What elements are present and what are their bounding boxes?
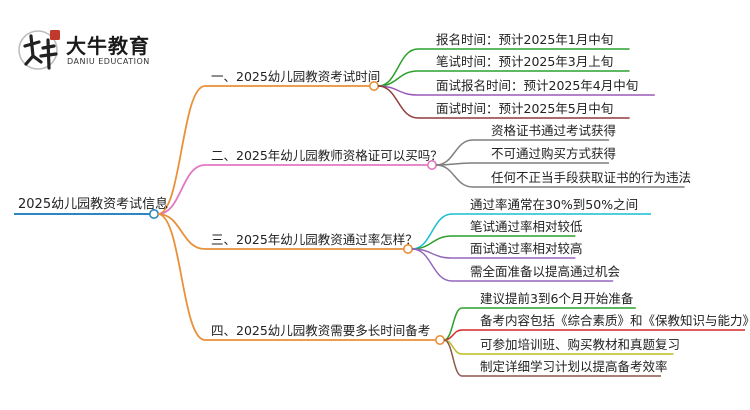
leaf-node-2-3: 任何不正当手段获取证书的行为违法: [491, 170, 692, 185]
branch-connector-3: [157, 213, 206, 250]
brand-mark-icon: [18, 30, 60, 70]
brand-name: 大牛教育: [66, 34, 150, 58]
brand-mark-seal: [50, 30, 60, 40]
brand-logo: 大牛教育 DANIU EDUCATION: [16, 26, 176, 76]
leaf-connector-3-1: [411, 213, 453, 250]
leaf-node-4-2: 备考内容包括《综合素质》和《保教知识与能力》: [480, 313, 750, 328]
leaf-node-1-2: 笔试时间：预计2025年3月上旬: [436, 54, 614, 69]
leaf-connector-2-3: [435, 164, 474, 188]
brand-subtitle: DANIU EDUCATION: [67, 57, 150, 66]
branch-connector-2: [157, 164, 206, 215]
leaf-node-1-3: 面试报名时间：预计2025年4月中旬: [436, 78, 639, 93]
branch-node-1: 一、2025幼儿园教资考试时间: [211, 69, 381, 84]
leaf-node-2-1: 资格证书通过考试获得: [491, 123, 617, 138]
leaf-node-4-4: 制定详细学习计划以提高备考效率: [480, 359, 668, 374]
leaf-node-4-1: 建议提前3到6个月开始准备: [480, 291, 634, 306]
leaf-node-3-1: 通过率通常在30%到50%之间: [470, 197, 639, 212]
branch-node-3: 三、2025年幼儿园教资通过率怎样？: [211, 232, 418, 247]
leaf-node-1-4: 面试时间：预计2025年5月中旬: [436, 101, 614, 116]
leaf-connector-1-4: [377, 85, 419, 119]
leaf-connector-3-4: [411, 248, 453, 282]
branch-connector-1: [157, 85, 206, 215]
leaf-node-3-2: 笔试通过率相对较低: [470, 219, 583, 234]
brand-mark-stroke-niu: [39, 38, 58, 70]
leaf-node-3-3: 面试通过率相对较高: [470, 241, 583, 256]
branch-connector-4: [157, 213, 206, 341]
leaf-node-3-4: 需全面准备以提高通过机会: [470, 264, 621, 279]
leaf-connector-1-2: [377, 70, 419, 87]
branch-collapse-toggle-4[interactable]: [434, 334, 445, 345]
leaf-connector-1-1: [377, 48, 419, 87]
root-node: 2025幼儿园教资考试信息: [18, 197, 169, 212]
leaf-connector-4-4: [443, 339, 463, 377]
leaf-node-2-2: 不可通过购买方式获得: [491, 146, 617, 161]
brand-mark-stroke-da: [23, 34, 43, 66]
branch-node-2: 二、2025年幼儿园教师资格证可以买吗？: [211, 148, 443, 163]
brand-mark-ring: [18, 30, 58, 70]
leaf-node-4-3: 可参加培训班、购买教材和真题复习: [480, 337, 681, 352]
branch-node-4: 四、2025幼儿园教资需要多长时间备考: [211, 323, 431, 338]
leaf-node-1-1: 报名时间：预计2025年1月中旬: [436, 32, 614, 47]
